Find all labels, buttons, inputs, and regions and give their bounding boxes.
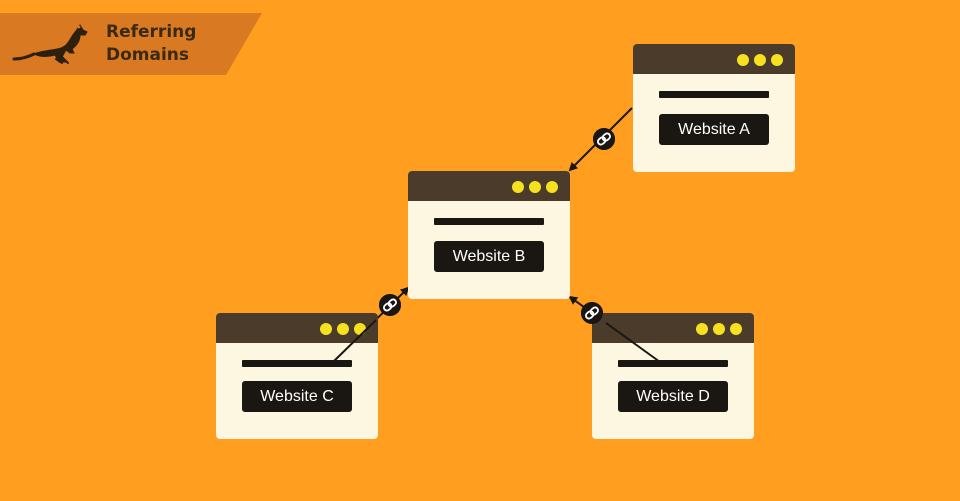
window-dot-icon (512, 181, 524, 193)
website-b-window: Website B (408, 171, 570, 299)
window-dot-icon (354, 323, 366, 335)
website-b-label: Website B (434, 241, 544, 272)
arrow-a-to-b (568, 107, 633, 172)
website-c-window: Website C (216, 313, 378, 439)
window-dot-icon (737, 54, 749, 66)
text-line-placeholder (242, 360, 352, 367)
window-title-bar (216, 313, 378, 343)
window-dot-icon (754, 54, 766, 66)
banner-title-line2: Domains (106, 45, 190, 65)
window-title-bar (633, 44, 795, 74)
banner-shape (0, 13, 262, 75)
window-title-bar (592, 313, 754, 343)
window-dot-icon (337, 323, 349, 335)
window-dot-icon (771, 54, 783, 66)
title-banner: Referring Domains (0, 13, 262, 75)
kangaroo-logo-icon (12, 24, 88, 64)
window-dot-icon (713, 323, 725, 335)
website-c-label: Website C (242, 381, 352, 412)
website-d-window: Website D (592, 313, 754, 439)
window-dot-icon (696, 323, 708, 335)
website-d-label: Website D (618, 381, 728, 412)
window-dot-icon (320, 323, 332, 335)
text-line-placeholder (659, 91, 769, 98)
website-a-label: Website A (659, 114, 769, 145)
link-icon (378, 293, 402, 317)
window-title-bar (408, 171, 570, 201)
website-a-window: Website A (633, 44, 795, 172)
link-icon (592, 127, 616, 151)
text-line-placeholder (434, 218, 544, 225)
window-dot-icon (529, 181, 541, 193)
banner-title-line1: Referring (106, 22, 197, 42)
window-dot-icon (730, 323, 742, 335)
text-line-placeholder (618, 360, 728, 367)
window-dot-icon (546, 181, 558, 193)
